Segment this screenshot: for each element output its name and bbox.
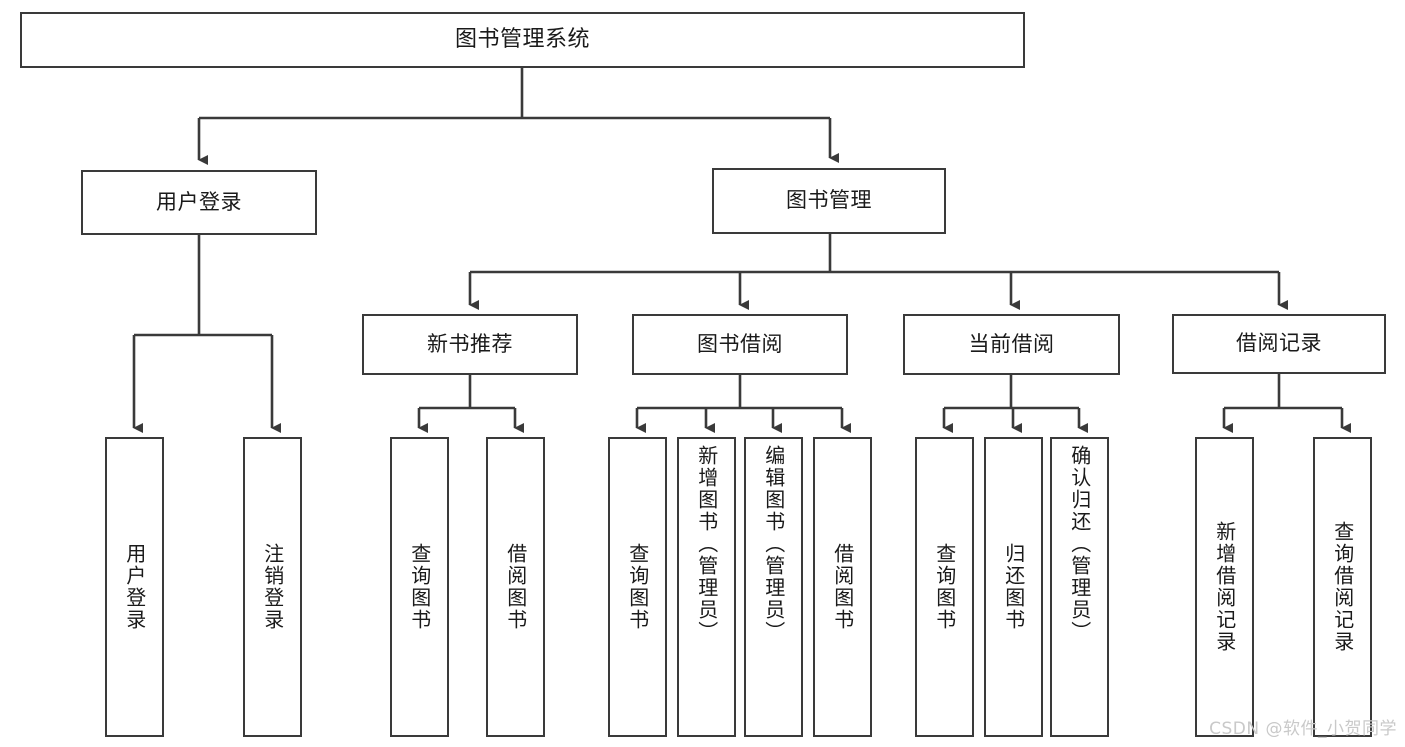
leaf-new-book-1-label: 查询图书 (407, 543, 432, 631)
leaf-book-borrow-3-label: 编辑图书（管理员） (761, 445, 786, 643)
leaf-new-book-2-label: 借阅图书 (503, 543, 528, 631)
leaf-user-login-2-label: 注销登录 (260, 543, 285, 631)
leaf-book-borrow-1[interactable]: 查询图书 (608, 437, 667, 737)
node-current-borrow[interactable]: 当前借阅 (903, 314, 1120, 375)
node-user-login[interactable]: 用户登录 (81, 170, 317, 235)
node-user-login-label: 用户登录 (156, 189, 242, 214)
leaf-current-borrow-2[interactable]: 归还图书 (984, 437, 1043, 737)
node-root-label: 图书管理系统 (454, 26, 590, 52)
leaf-user-login-2[interactable]: 注销登录 (243, 437, 302, 737)
leaf-book-borrow-4[interactable]: 借阅图书 (813, 437, 872, 737)
leaf-user-login-1[interactable]: 用户登录 (105, 437, 164, 737)
node-current-borrow-label: 当前借阅 (968, 331, 1055, 356)
node-book-manage-label: 图书管理 (786, 188, 872, 213)
leaf-book-borrow-4-label: 借阅图书 (830, 543, 855, 631)
leaf-book-borrow-3[interactable]: 编辑图书（管理员） (744, 437, 803, 737)
leaf-borrow-record-1[interactable]: 新增借阅记录 (1195, 437, 1254, 737)
leaf-new-book-1[interactable]: 查询图书 (390, 437, 449, 737)
node-book-manage[interactable]: 图书管理 (712, 168, 946, 234)
node-new-book[interactable]: 新书推荐 (362, 314, 578, 375)
leaf-current-borrow-1[interactable]: 查询图书 (915, 437, 974, 737)
leaf-book-borrow-2-label: 新增图书（管理员） (694, 445, 719, 643)
node-root[interactable]: 图书管理系统 (20, 12, 1025, 68)
leaf-book-borrow-1-label: 查询图书 (625, 543, 650, 631)
node-book-borrow-label: 图书借阅 (697, 331, 783, 356)
node-book-borrow[interactable]: 图书借阅 (632, 314, 848, 375)
leaf-borrow-record-1-label: 新增借阅记录 (1212, 521, 1237, 653)
node-borrow-record-label: 借阅记录 (1236, 331, 1322, 356)
leaf-book-borrow-2[interactable]: 新增图书（管理员） (677, 437, 736, 737)
node-borrow-record[interactable]: 借阅记录 (1172, 314, 1386, 374)
watermark: CSDN @软件_小贺同学 (1209, 719, 1397, 739)
leaf-user-login-1-label: 用户登录 (122, 543, 147, 631)
node-new-book-label: 新书推荐 (427, 331, 513, 356)
leaf-current-borrow-3[interactable]: 确认归还（管理员） (1050, 437, 1109, 737)
leaf-current-borrow-3-label: 确认归还（管理员） (1067, 445, 1092, 643)
leaf-current-borrow-1-label: 查询图书 (932, 543, 957, 631)
leaf-borrow-record-2-label: 查询借阅记录 (1330, 521, 1355, 653)
leaf-new-book-2[interactable]: 借阅图书 (486, 437, 545, 737)
leaf-current-borrow-2-label: 归还图书 (1001, 543, 1026, 631)
leaf-borrow-record-2[interactable]: 查询借阅记录 (1313, 437, 1372, 737)
